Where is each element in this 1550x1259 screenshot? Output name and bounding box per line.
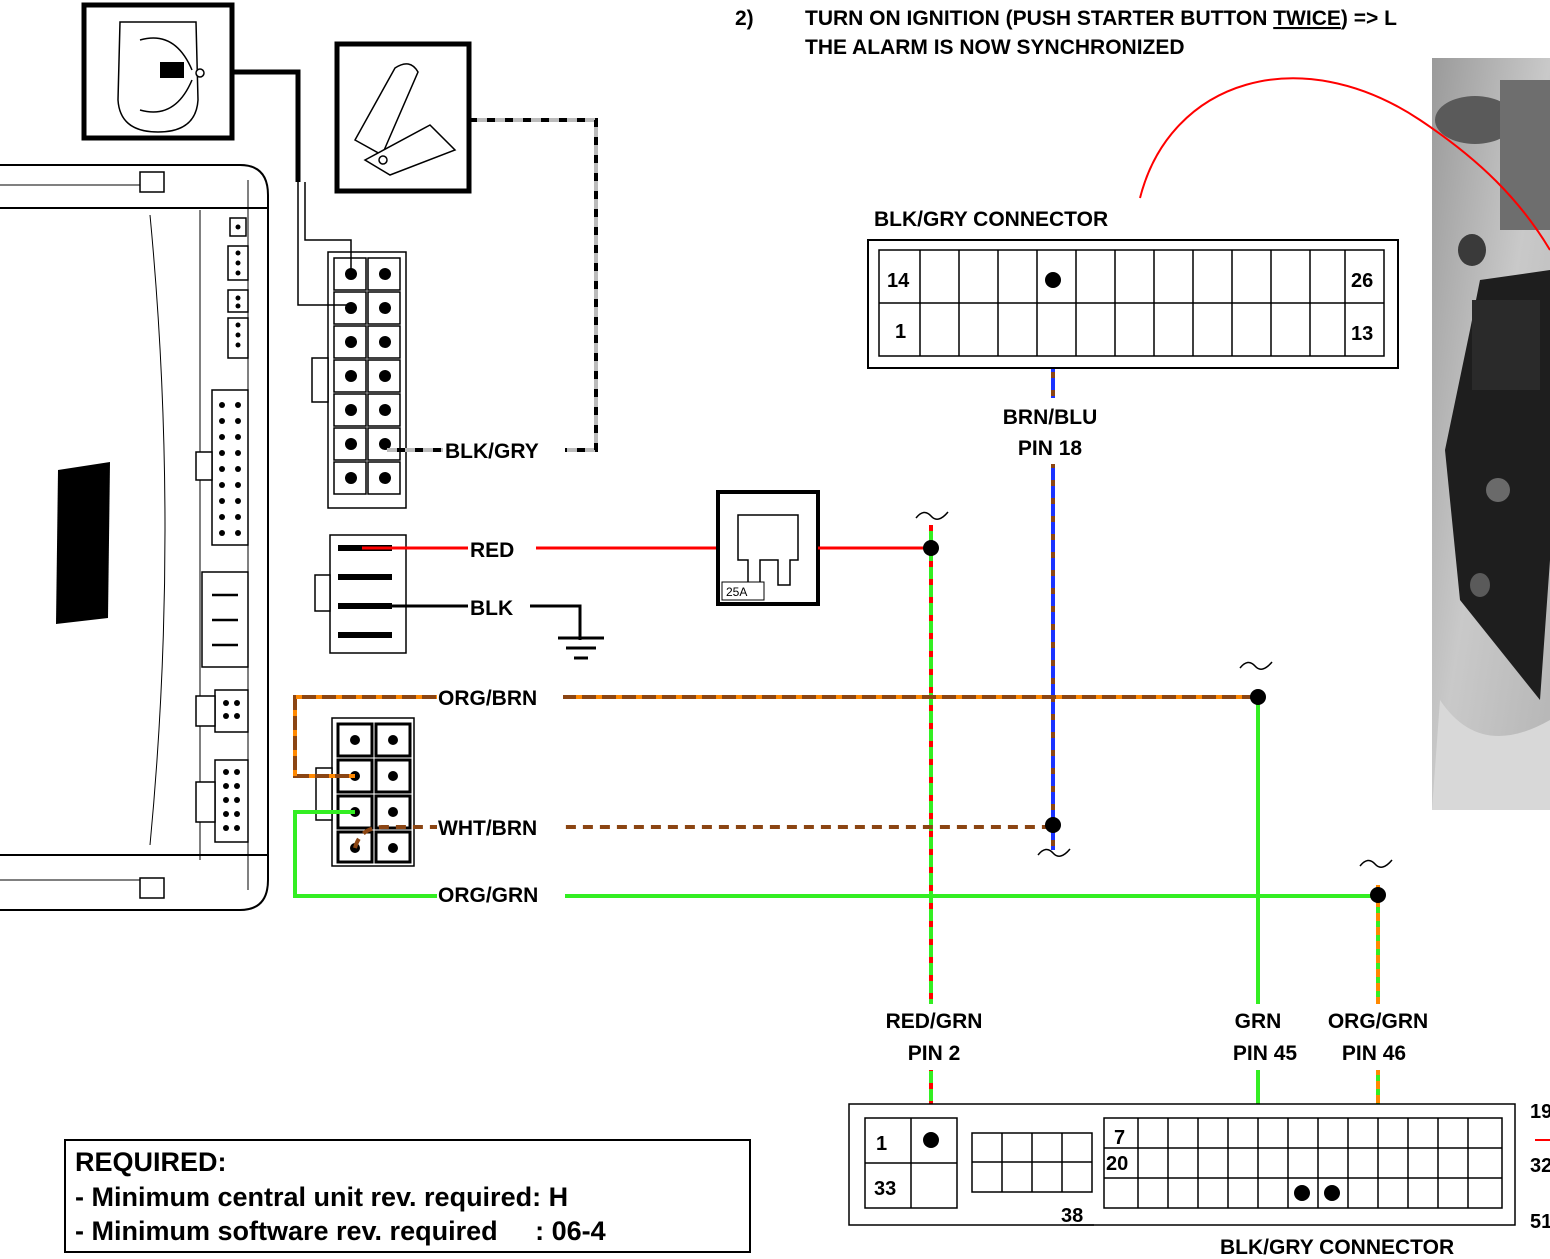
pin-label: 1 xyxy=(895,321,906,343)
bottom-connector-title: BLK/GRY CONNECTOR xyxy=(1220,1236,1454,1259)
svg-text:DEFA: DEFA xyxy=(61,483,110,600)
wire-org-brn xyxy=(293,695,1258,778)
hood-switch-cable xyxy=(232,69,301,182)
instruction-text: 2) TURN ON IGNITION (PUSH STARTER BUTTON… xyxy=(735,7,1397,59)
requirements-heading: REQUIRED: xyxy=(75,1147,227,1177)
pin-label: 13 xyxy=(1351,323,1373,345)
top-connector xyxy=(867,239,1399,369)
requirement-item: - Minimum central unit rev. required: H xyxy=(75,1182,568,1212)
wire-grn xyxy=(1256,690,1302,1167)
label-wht-brn: WHT/BRN xyxy=(438,817,537,840)
splice-node xyxy=(923,540,939,556)
pin-label: 20 xyxy=(1106,1153,1128,1175)
splice-node xyxy=(1370,887,1386,903)
label-red-grn: RED/GRN xyxy=(886,1010,983,1033)
label-red: RED xyxy=(470,539,514,562)
label-org-grn: ORG/GRN xyxy=(438,884,538,907)
connector-power xyxy=(314,534,407,654)
defa-logo: DEFA xyxy=(56,462,110,624)
ground-symbol-icon xyxy=(558,636,604,660)
wire-blk xyxy=(362,604,582,640)
pin-label: 32 xyxy=(1530,1155,1550,1177)
cut-mark xyxy=(1239,661,1273,670)
fuse-icon xyxy=(716,490,820,606)
instruction-line-2: THE ALARM IS NOW SYNCHRONIZED xyxy=(805,36,1185,59)
label-brn-blu: BRN/BLU xyxy=(1003,406,1098,429)
cut-mark xyxy=(1359,859,1393,868)
wire-org-grn xyxy=(293,810,1378,898)
wire-hood-2 xyxy=(304,182,352,270)
cut-mark xyxy=(915,511,949,520)
label-blk-gry: BLK/GRY xyxy=(445,440,539,463)
pin-label: 38 xyxy=(1061,1205,1083,1227)
pin-label: 1 xyxy=(876,1133,887,1155)
wire-blk-gry xyxy=(387,118,598,465)
vehicle-photo-icon xyxy=(1432,58,1550,810)
pin-label: 33 xyxy=(874,1178,896,1200)
connector-8pin xyxy=(315,717,415,867)
splice-node xyxy=(1045,817,1061,833)
pin-label: 19 xyxy=(1530,1101,1550,1123)
requirements-box: REQUIRED: - Minimum central unit rev. re… xyxy=(64,1139,751,1253)
defa-central-unit: DEFA xyxy=(0,164,269,911)
pointer-arc xyxy=(1139,77,1550,251)
bottom-wire-labels: RED/GRN PIN 2 GRN PIN 45 ORG/GRN PIN 46 xyxy=(868,1004,1445,1070)
wire-wht-brn xyxy=(353,825,1053,849)
pin-label: 51 xyxy=(1530,1211,1550,1233)
hood-switch-icon xyxy=(81,2,235,141)
wire-hood-1 xyxy=(297,182,351,306)
pin-label: 14 xyxy=(887,270,910,292)
fuse-rating: 25A xyxy=(726,585,747,599)
label-pin-46: PIN 46 xyxy=(1342,1042,1406,1065)
label-org-grn-pin46: ORG/GRN xyxy=(1328,1010,1428,1033)
bottom-connector xyxy=(848,1103,1550,1226)
label-org-brn: ORG/BRN xyxy=(438,687,537,710)
label-pin-18: PIN 18 xyxy=(1018,437,1083,460)
splice-node xyxy=(1250,689,1266,705)
label-grn: GRN xyxy=(1235,1010,1282,1033)
connector-14pin xyxy=(311,251,407,509)
cut-mark xyxy=(1037,848,1071,857)
label-blk: BLK xyxy=(470,597,513,620)
label-pin-45: PIN 45 xyxy=(1233,1042,1298,1065)
label-pin-2: PIN 2 xyxy=(908,1042,961,1065)
pin-label: 7 xyxy=(1114,1127,1125,1149)
pin-label: 26 xyxy=(1351,270,1373,292)
requirement-item: - Minimum software rev. required : 06-4 xyxy=(75,1216,606,1246)
instruction-line-1: TURN ON IGNITION (PUSH STARTER BUTTON TW… xyxy=(805,7,1397,30)
top-connector-title: BLK/GRY CONNECTOR xyxy=(874,208,1108,231)
hood-pin-switch-icon xyxy=(334,41,472,194)
step-number: 2) xyxy=(735,7,754,30)
